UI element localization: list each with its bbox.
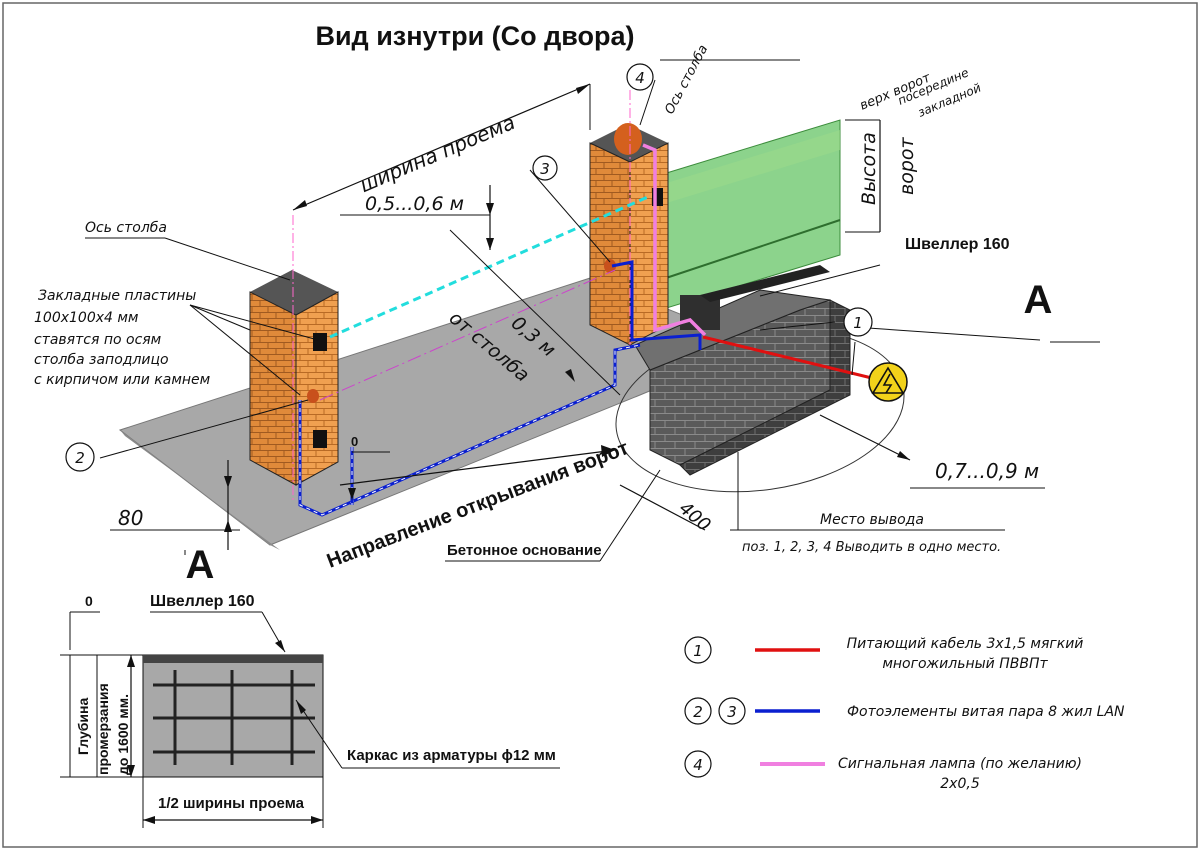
svg-text:2: 2 bbox=[693, 703, 703, 721]
section-zero-label: 0 bbox=[85, 593, 93, 609]
outlet-label-1: Место вывода bbox=[820, 512, 924, 528]
left-pillar-right-face bbox=[295, 291, 339, 486]
concrete-base-label: Бетонное основание bbox=[447, 542, 602, 559]
section-channel bbox=[143, 655, 323, 663]
dim-400-label: 400 bbox=[675, 498, 715, 536]
dim-03-line bbox=[449, 229, 621, 396]
photocell-right bbox=[604, 259, 616, 273]
left-pillar-left-face bbox=[249, 291, 297, 486]
open-direction-arrow bbox=[339, 449, 616, 486]
legend: 1 Питающий кабель 3х1,5 мягкий многожиль… bbox=[684, 636, 1125, 792]
rebar-label: Каркас из арматуры ϕ12 мм bbox=[347, 747, 556, 764]
depth-label-3: до 1600 мм. bbox=[115, 694, 131, 775]
depth-label-1: Глубина bbox=[75, 698, 91, 755]
embedded-plate-left-top bbox=[313, 333, 327, 351]
section-channel-label: Швеллер 160 bbox=[150, 593, 255, 610]
callout-1: 1 bbox=[843, 307, 873, 337]
legend-item-lan: 2 3 Фотоэлементы витая пара 8 жил LAN bbox=[684, 697, 1125, 725]
legend-power-text-1: Питающий кабель 3х1,5 мягкий bbox=[847, 636, 1084, 652]
dim-07-09-label: 0,7...0,9 м bbox=[935, 459, 1039, 483]
post-axis-left-label: Ось столба bbox=[85, 220, 167, 236]
photocell-beam bbox=[329, 194, 651, 339]
lan-cable-right bbox=[611, 260, 702, 350]
post-axis-right-label: Ось столба bbox=[662, 43, 711, 117]
outlet-label-2: поз. 1, 2, 3, 4 Выводить в одно место. bbox=[742, 540, 1001, 555]
emb-plates-5: с кирпичом или камнем bbox=[34, 372, 211, 388]
emb-plates-2: 100х100х4 мм bbox=[34, 310, 139, 326]
section-mark-left: А bbox=[186, 543, 215, 587]
svg-text:4: 4 bbox=[693, 756, 703, 774]
svg-text:1: 1 bbox=[693, 642, 703, 660]
power-sign bbox=[868, 362, 908, 402]
opening-width-line bbox=[292, 83, 591, 211]
svg-text:3: 3 bbox=[727, 703, 737, 721]
warning-icon bbox=[871, 366, 905, 394]
legend-power-text-2: многожильный ПВВПт bbox=[882, 656, 1048, 672]
emb-plates-3: ставятся по осям bbox=[34, 332, 162, 348]
height-label-2: ворот bbox=[896, 136, 918, 195]
opening-width-label: ширина проема bbox=[356, 110, 518, 197]
svg-text:4: 4 bbox=[635, 69, 645, 87]
depth-label-2: промерзания bbox=[95, 683, 111, 775]
emb-plates-4: столба заподлицо bbox=[34, 352, 169, 368]
svg-text:1: 1 bbox=[853, 314, 863, 332]
foundation-section bbox=[60, 611, 560, 828]
embedded-plate-right bbox=[652, 188, 663, 206]
right-pillar-right-face bbox=[629, 142, 669, 346]
half-width-label: 1/2 ширины проема bbox=[158, 795, 305, 812]
legend-lan-text: Фотоэлементы витая пара 8 жил LAN bbox=[847, 704, 1125, 720]
concrete-block-top bbox=[634, 289, 831, 371]
right-pillar-left-face bbox=[589, 142, 631, 346]
photocell-left bbox=[307, 389, 319, 403]
diagram-title: Вид изнутри (Со двора) bbox=[315, 21, 634, 51]
dim-05-06-label: 0,5...0,6 м bbox=[365, 193, 464, 215]
callout-2: 2 bbox=[65, 442, 95, 472]
legend-lamp-text-2: 2х0,5 bbox=[940, 776, 980, 792]
legend-item-power: 1 Питающий кабель 3х1,5 мягкий многожиль… bbox=[684, 636, 1084, 672]
callout-4: 4 bbox=[626, 63, 654, 91]
lan-cable-left-dash bbox=[299, 344, 641, 516]
gate-rail bbox=[659, 219, 841, 281]
gate-panel-highlight bbox=[660, 130, 840, 205]
svg-text:3: 3 bbox=[540, 160, 550, 178]
embedded-plate-left-bottom bbox=[313, 430, 327, 448]
dim-80-label: 80 bbox=[118, 506, 143, 530]
legend-lamp-text-1: Сигнальная лампа (по желанию) bbox=[838, 756, 1082, 772]
height-label-1: Высота bbox=[858, 132, 880, 205]
emb-plates-1: Закладные пластины bbox=[38, 288, 196, 304]
dim-07-line bbox=[819, 414, 911, 461]
legend-item-lamp: 4 Сигнальная лампа (по желанию) 2х0,5 bbox=[684, 750, 1082, 792]
zero-mark-label: 0 bbox=[351, 434, 358, 449]
section-mark-right: А bbox=[1024, 278, 1053, 322]
callout-3: 3 bbox=[532, 155, 558, 181]
dim-400-line bbox=[619, 484, 706, 531]
channel-160-label: Швеллер 160 bbox=[905, 236, 1010, 253]
svg-text:2: 2 bbox=[75, 449, 85, 467]
photocell-axis bbox=[319, 269, 616, 401]
lightning-icon bbox=[882, 373, 893, 394]
signal-lamp bbox=[614, 123, 642, 155]
power-cable bbox=[702, 335, 881, 382]
lamp-cable bbox=[642, 143, 707, 337]
channel-beam bbox=[700, 265, 830, 302]
